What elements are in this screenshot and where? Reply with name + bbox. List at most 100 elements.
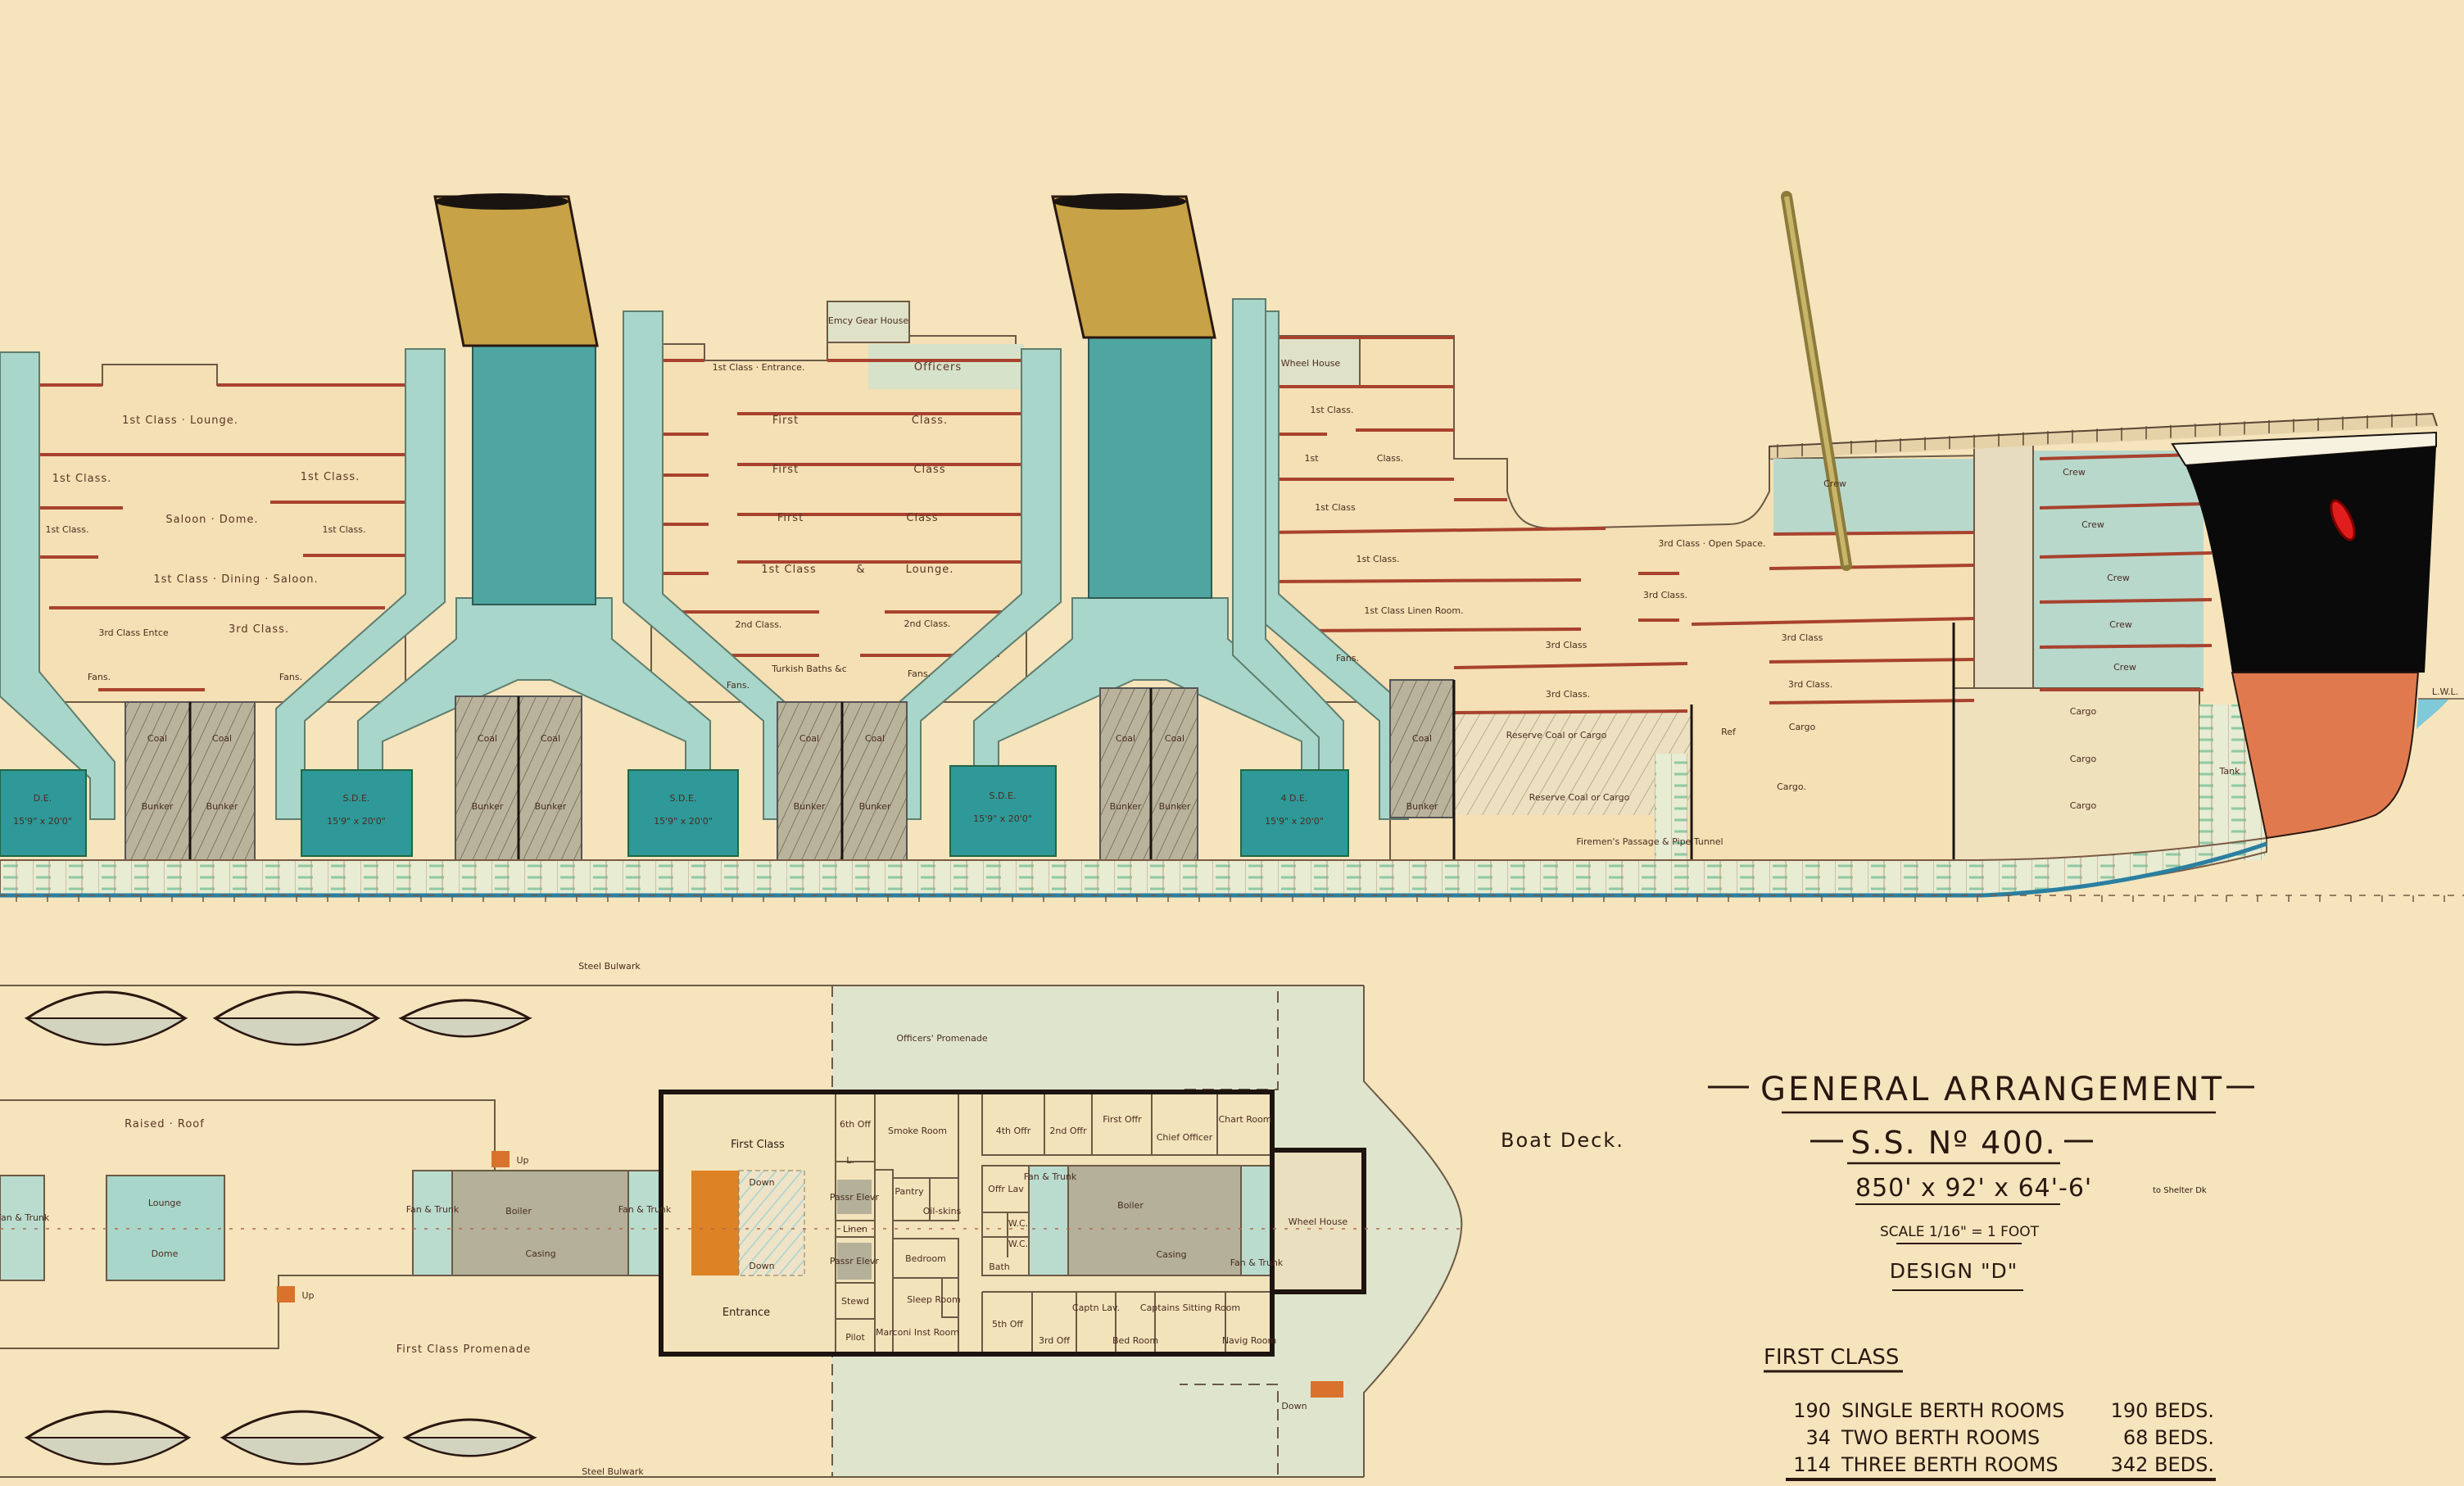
label-3rd-class: 3rd Class. — [1546, 689, 1590, 700]
wheel-house-plan — [1270, 1148, 1366, 1294]
uptake-casing-wall — [623, 310, 793, 820]
label-sleep-room: Sleep Room — [907, 1294, 960, 1305]
boiler-size: 15'9" x 20'0" — [1265, 816, 1324, 827]
label-cargo: Cargo — [1789, 722, 1816, 732]
label-fan-trunk: Fan & Trunk — [0, 1212, 50, 1223]
boiler-casing-fwd — [1068, 1166, 1241, 1275]
label-bunker: Bunker — [472, 801, 504, 812]
uptake-casing-wall — [891, 348, 1062, 820]
label-raised-roof: Raised · Roof — [125, 1118, 205, 1130]
reserve-coal — [1454, 713, 1692, 815]
passenger-elevator — [837, 1243, 872, 1280]
label-wc: W.C. — [1008, 1239, 1028, 1249]
staircase-well — [738, 1170, 805, 1276]
label-chart-room: Chart Room — [1218, 1114, 1271, 1125]
label-open-space: 3rd Class · Open Space. — [1658, 538, 1765, 549]
accommodation-row: 190 SINGLE BERTH ROOMS 190 BEDS. — [1793, 1399, 2214, 1422]
label-emergency-gear: Emcy Gear House — [828, 315, 908, 326]
label-first-class: First Class — [731, 1139, 785, 1151]
label-bunker: Bunker — [1110, 801, 1142, 812]
fan-trunk-aft — [0, 1175, 45, 1281]
bed-count: 342 BEDS. — [2111, 1453, 2214, 1476]
label-coal: Coal — [799, 733, 819, 744]
label-ampersand: & — [856, 564, 865, 576]
label-linen: Linen — [843, 1224, 867, 1235]
label-crew: Crew — [2081, 519, 2104, 530]
label-crew: Crew — [2063, 467, 2086, 478]
label-officers-promenade: Officers' Promenade — [896, 1033, 988, 1044]
label-bunker: Bunker — [206, 801, 238, 812]
dimensions-note: to Shelter Dk — [2153, 1186, 2207, 1195]
label-saloon-dome: Saloon · Dome. — [165, 514, 258, 526]
lifeboat-hull-shading — [402, 1437, 537, 1457]
boilers — [0, 765, 1349, 857]
label-class: Class — [906, 512, 938, 524]
stair-up-marker — [277, 1286, 295, 1303]
label-bunker: Bunker — [535, 801, 567, 812]
accommodation-row: 114 THREE BERTH ROOMS 342 BEDS. — [1793, 1453, 2214, 1476]
label-first-officer: First Offr — [1103, 1114, 1142, 1125]
boiler-1 — [0, 769, 87, 857]
label-fans: Fans. — [727, 680, 750, 691]
label-down: Down — [1281, 1401, 1307, 1411]
anchor-hawse-icon — [2330, 499, 2356, 541]
label-entrance: Entrance — [722, 1307, 770, 1319]
label-bed-room: Bed Room — [1112, 1335, 1158, 1346]
boiler-5 — [1240, 769, 1349, 857]
waterline-water — [2416, 699, 2449, 729]
label-bunker: Bunker — [794, 801, 826, 812]
label-ref: Ref — [1721, 727, 1737, 737]
frame-ticks — [16, 895, 2445, 902]
boiler-casing-aft — [451, 1170, 629, 1276]
keel-line — [0, 841, 2267, 898]
label-coal: Coal — [1116, 733, 1135, 744]
boiler-type: D.E. — [34, 793, 52, 804]
lifeboat-hull-shading — [24, 1017, 188, 1045]
label-lwl: L.W.L. — [2432, 686, 2458, 697]
funnel-trunk — [472, 345, 596, 605]
label-entrance: 1st Class · Entrance. — [713, 362, 805, 373]
label-bunker: Bunker — [142, 801, 174, 812]
hull-antifouling — [2231, 672, 2420, 840]
room-count: 34 — [1805, 1426, 1831, 1449]
lifeboat-hull-shading — [220, 1437, 385, 1465]
label-lounge: Lounge — [148, 1198, 182, 1208]
label-room: 1st Class. — [323, 524, 366, 535]
first-class-heading: FIRST CLASS — [1764, 1345, 1899, 1370]
label-smoke-room: Smoke Room — [888, 1126, 947, 1136]
label-firemens-passage: Firemen's Passage & Pipe Tunnel — [1576, 836, 1723, 847]
label-coal: Coal — [865, 733, 885, 744]
label-lounge: Lounge. — [906, 564, 954, 576]
label-reserve-coal: Reserve Coal or Cargo — [1506, 730, 1607, 741]
boiler-size: 15'9" x 20'0" — [13, 816, 72, 827]
label-navigation-room: Navig Room — [1222, 1335, 1276, 1346]
boiler-size: 15'9" x 20'0" — [327, 816, 386, 827]
boat-deck-title: Boat Deck. — [1501, 1129, 1624, 1152]
room-type: TWO BERTH ROOMS — [1841, 1426, 2040, 1449]
crew-quarters-forecastle — [1773, 459, 1974, 534]
label-crew: Crew — [2109, 619, 2132, 630]
grand-staircase — [691, 1171, 739, 1275]
boiler-type: 4 D.E. — [1281, 793, 1308, 804]
label-bedroom: Bedroom — [905, 1253, 946, 1264]
label-coal: Coal — [1412, 733, 1432, 744]
label-crew: Crew — [2113, 662, 2136, 673]
label-officers-lav: Offr Lav — [988, 1184, 1024, 1194]
label-room: Class. — [1377, 453, 1403, 464]
label-fan-trunk: Fan & Trunk — [1230, 1257, 1284, 1268]
boiler-size: 15'9" x 20'0" — [654, 816, 713, 827]
boat-deck-labels: Steel Bulwark Steel Bulwark Officers' Pr… — [0, 961, 1624, 1477]
label-reserve-coal: Reserve Coal or Cargo — [1529, 792, 1630, 803]
label-tank: Tank — [2219, 766, 2241, 777]
label-dining-saloon: 1st Class · Dining · Saloon. — [153, 573, 318, 586]
label-3rd-officer: 3rd Off — [1039, 1335, 1070, 1346]
label-room: 1st Class. — [301, 471, 360, 483]
label-coal: Coal — [212, 733, 232, 744]
label-3rd-class: 3rd Class — [1782, 632, 1823, 643]
funnel-1 — [433, 195, 599, 347]
coal-bunkers — [125, 623, 1955, 869]
label-room: 3rd Class. — [229, 623, 289, 636]
emergency-gear-house — [827, 301, 910, 343]
profile-labels: 1st Class · Lounge. 1st Class. 1st Class… — [46, 315, 2459, 847]
